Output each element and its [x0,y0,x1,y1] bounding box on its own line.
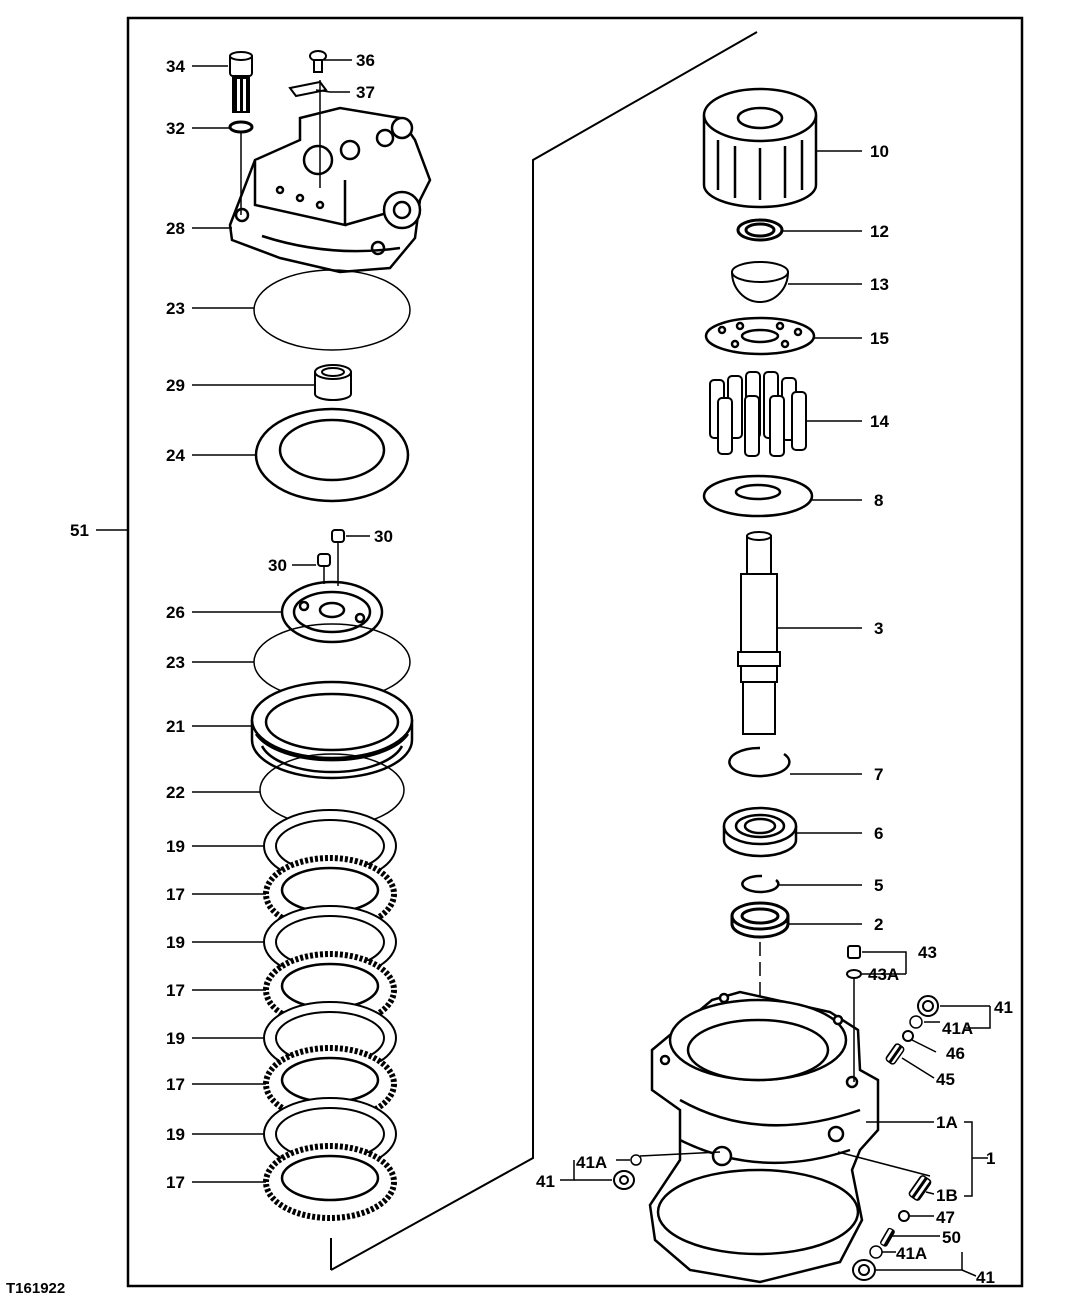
callout-51: 51 [70,521,89,540]
o-ring-41a-upper [909,1015,923,1029]
cylinder-block-10 [702,87,818,209]
callout-17-d: 17 [166,1173,185,1192]
callout-15: 15 [870,329,889,348]
plug-30-lower [317,553,331,567]
shoe-plate-8 [702,474,814,518]
callout-37: 37 [356,83,375,102]
divider-line [330,31,758,1271]
callout-23-lower: 23 [166,653,185,672]
callout-46: 46 [946,1044,965,1063]
part-50 [880,1227,895,1247]
plug-41-upper [917,995,939,1017]
part-45 [885,1043,905,1065]
callout-41a-left: 41A [576,1153,607,1172]
callout-17-b: 17 [166,981,185,1000]
plug-43 [847,945,861,959]
callout-19-b: 19 [166,933,185,952]
callout-1: 1 [986,1149,995,1168]
valve-housing-28 [228,106,432,274]
part-46 [902,1030,914,1042]
cap-screw-34 [229,51,253,113]
o-ring-41a-left [630,1154,642,1166]
callout-22: 22 [166,783,185,802]
callout-17-c: 17 [166,1075,185,1094]
callout-41a-lower: 41A [896,1244,927,1263]
brake-piston-21 [250,680,414,780]
callout-14: 14 [870,412,889,431]
ball-bearing-6 [722,806,798,858]
callout-12: 12 [870,222,889,241]
o-ring-43a [846,969,862,979]
screw-36 [309,50,327,73]
callout-1b: 1B [936,1186,958,1205]
callout-19-d: 19 [166,1125,185,1144]
callout-23-upper: 23 [166,299,185,318]
plate-26 [280,580,384,644]
snap-ring-5 [741,874,780,894]
spring-12 [736,218,784,242]
callout-24: 24 [166,446,185,465]
callout-29: 29 [166,376,185,395]
callout-5: 5 [874,876,883,895]
callout-26: 26 [166,603,185,622]
callout-13: 13 [870,275,889,294]
leader-lines [96,59,991,1277]
callout-17-a: 17 [166,885,185,904]
callout-8: 8 [874,491,883,510]
callout-34: 34 [166,57,185,76]
ball-guide-13 [731,261,789,303]
callout-41-upper: 41 [994,998,1013,1017]
oil-seal-2 [730,901,790,939]
callout-19-a: 19 [166,837,185,856]
thrust-plate-24 [254,407,410,503]
plug-41-lower [852,1259,876,1281]
callout-3: 3 [874,619,883,638]
callout-28: 28 [166,219,185,238]
friction-plate-17-d [263,1143,397,1221]
callout-2: 2 [874,915,883,934]
plug-41-left [613,1170,635,1190]
part-1b [908,1175,932,1201]
callout-43a: 43A [868,965,899,984]
callout-41-lower: 41 [976,1268,995,1287]
motor-housing-1 [648,990,880,1284]
part-47 [898,1210,910,1222]
plug-30-upper [331,529,345,543]
callout-30-lower: 30 [268,556,287,575]
frame-border [126,16,1024,1288]
callout-50: 50 [942,1228,961,1247]
needle-bearing-29 [314,364,352,401]
callout-47: 47 [936,1208,955,1227]
o-ring-23-upper [253,269,411,351]
callout-19-c: 19 [166,1029,185,1048]
callout-41a-upper: 41A [942,1019,973,1038]
washer-32 [228,120,254,134]
callout-43: 43 [918,943,937,962]
plate-37 [288,80,328,98]
callout-1a: 1A [936,1113,958,1132]
callout-36: 36 [356,51,375,70]
callout-7: 7 [874,765,883,784]
snap-ring-7 [728,746,791,778]
callout-32: 32 [166,119,185,138]
retainer-plate-15 [704,316,816,356]
callout-41-left: 41 [536,1172,555,1191]
callout-10: 10 [870,142,889,161]
callout-6: 6 [874,824,883,843]
figure-id: T161922 [6,1280,66,1297]
callout-21: 21 [166,717,185,736]
o-ring-41a-lower [869,1245,883,1259]
callout-30-upper: 30 [374,527,393,546]
drive-shaft-3 [737,531,781,735]
piston-assembly-14 [709,371,807,457]
callout-45: 45 [936,1070,955,1089]
